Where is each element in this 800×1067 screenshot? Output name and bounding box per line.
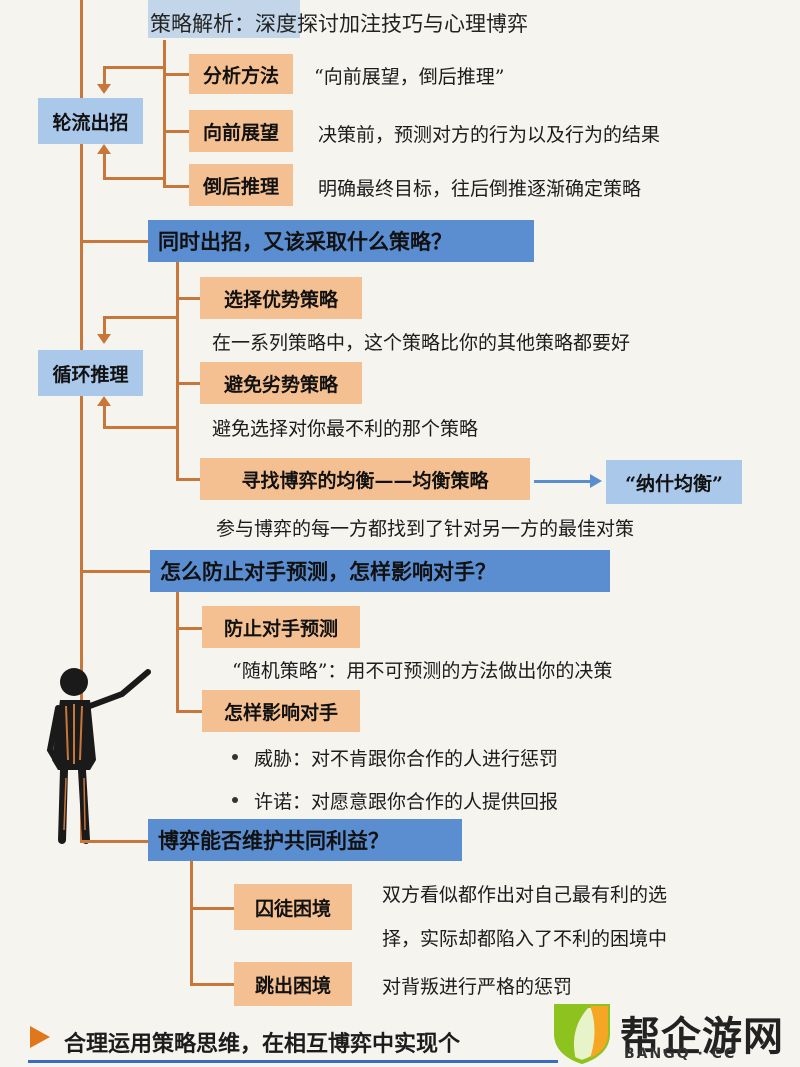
bullet-dot	[232, 754, 238, 760]
node-influence-opponent: 怎样影响对手	[202, 690, 360, 732]
desc-prisoners-dilemma-line2: 择，实际却都陷入了不利的困境中	[382, 928, 668, 950]
section2-connector-3	[176, 478, 200, 481]
footer-text: 合理运用策略思维，在相互博弈中实现个	[64, 1031, 461, 1057]
node-dominant-strategy: 选择优势策略	[200, 277, 362, 319]
section1-connector-2	[163, 130, 189, 133]
section2-branch-line	[176, 262, 179, 480]
section3-branch-line	[176, 592, 179, 712]
page-title: 策略解析：深度探讨加注技巧与心理博弈	[150, 12, 528, 36]
side-label-taking-turns: 轮流出招	[38, 98, 143, 144]
node-prevent-prediction: 防止对手预测	[202, 606, 360, 648]
node-reason-backward: 倒后推理	[189, 164, 293, 206]
section3-connector-1	[176, 627, 202, 630]
brand-logo-text: 帮企游网	[620, 1014, 784, 1060]
node-avoid-dominated: 避免劣势策略	[200, 362, 362, 404]
desc-escape-dilemma: 对背叛进行严格的惩罚	[382, 976, 573, 998]
desc-find-equilibrium: 参与博弈的每一方都找到了针对另一方的最佳对策	[216, 518, 635, 540]
nash-arrow-line	[534, 480, 592, 483]
flag-icon	[30, 1026, 50, 1048]
section4-branch-line	[190, 861, 193, 985]
arrow-up-icon	[97, 144, 111, 154]
side-label-circular-reasoning: 循环推理	[38, 350, 143, 396]
top-title-highlight	[148, 0, 300, 38]
section3-heading: 怎么防止对手预测，怎样影响对手？	[150, 550, 610, 592]
section1-connector-1	[163, 73, 189, 76]
desc-prisoners-dilemma-line1: 双方看似都作出对自己最有利的选	[382, 884, 668, 906]
desc-reason-backward: 明确最终目标，往后倒推逐渐确定策略	[318, 178, 642, 200]
section2-arrow-bottom-v	[103, 404, 106, 427]
section2-connector-2	[176, 382, 200, 385]
section1-arrow-top-v	[103, 66, 106, 88]
bullet-promise: 许诺：对愿意跟你合作的人提供回报	[254, 791, 559, 813]
section2-trunk-connector	[80, 240, 148, 243]
arrow-down-icon	[97, 84, 111, 94]
node-find-equilibrium: 寻找博弈的均衡——均衡策略	[200, 458, 530, 500]
section1-connector-3	[163, 185, 189, 188]
node-escape-dilemma: 跳出困境	[234, 962, 352, 1006]
section1-arrow-bottom-h	[103, 177, 165, 180]
footer-bar	[0, 1012, 800, 1067]
node-analysis-method: 分析方法	[189, 54, 293, 94]
section3-connector-2	[176, 710, 202, 713]
desc-dominant-strategy: 在一系列策略中，这个策略比你的其他策略都要好	[212, 332, 631, 354]
section4-connector-2	[190, 983, 234, 986]
section4-trunk-connector	[80, 840, 148, 843]
brand-logo-icon	[554, 1004, 610, 1064]
desc-look-forward: 决策前，预测对方的行为以及行为的结果	[318, 124, 661, 146]
desc-analysis-method: “向前展望，倒后推理”	[314, 66, 505, 88]
section1-arrow-top-h	[103, 66, 165, 69]
footer-underline	[28, 1060, 558, 1063]
section2-heading: 同时出招，又该采取什么策略？	[148, 220, 534, 262]
arrow-down-icon	[97, 334, 111, 344]
arrow-up-icon	[97, 396, 111, 406]
section2-arrow-top-v	[103, 316, 106, 338]
brand-logo-subtext: BANGQ · CC	[624, 1046, 737, 1062]
arrow-right-icon	[590, 474, 602, 488]
section4-heading: 博弈能否维护共同利益？	[148, 819, 462, 861]
node-prisoners-dilemma: 囚徒困境	[234, 884, 352, 930]
desc-prevent-prediction: “随机策略”：用不可预测的方法做出你的决策	[232, 660, 613, 682]
presenter-figure-icon	[46, 668, 151, 844]
desc-avoid-dominated: 避免选择对你最不利的那个策略	[212, 418, 479, 440]
section4-connector-1	[190, 907, 234, 910]
section2-connector-1	[176, 297, 200, 300]
bullet-threat: 威胁：对不肯跟你合作的人进行惩罚	[254, 748, 559, 770]
section1-arrow-bottom-v	[103, 152, 106, 178]
section1-branch-line	[163, 40, 166, 188]
section2-arrow-top-h	[103, 316, 178, 319]
bullet-dot	[232, 797, 238, 803]
section2-arrow-bottom-h	[103, 426, 178, 429]
node-look-forward: 向前展望	[189, 110, 293, 152]
main-trunk-line	[80, 0, 83, 842]
section3-trunk-connector	[80, 570, 150, 573]
nash-equilibrium-label: “纳什均衡”	[606, 460, 742, 504]
